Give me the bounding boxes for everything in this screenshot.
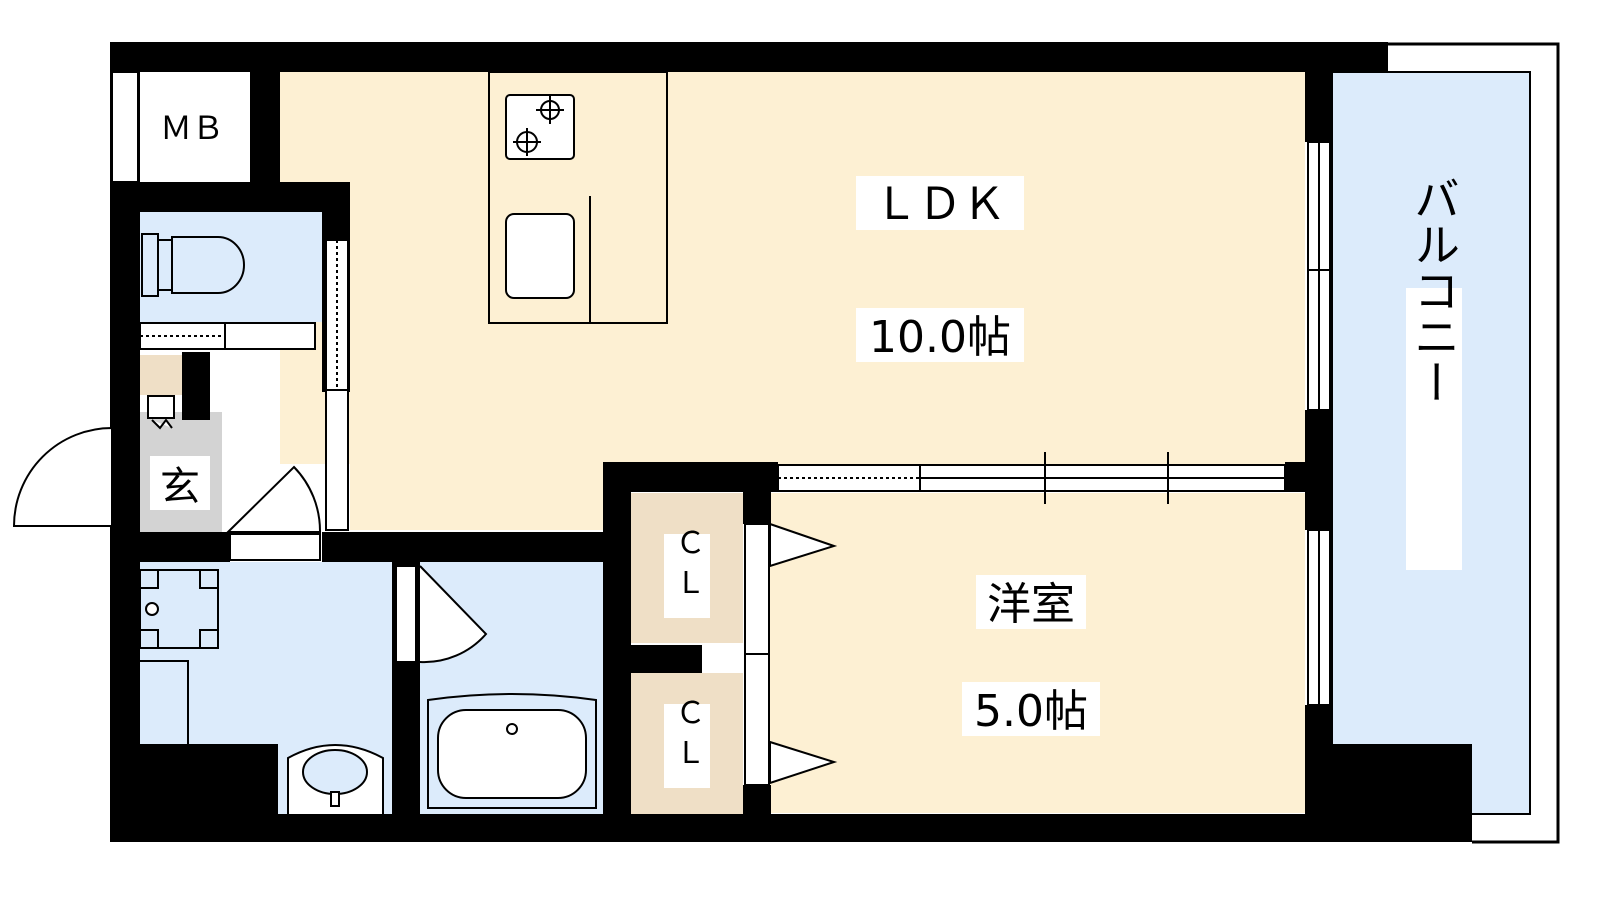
mb-label: ＭＢ: [160, 109, 224, 147]
toilet-icon: [141, 233, 245, 297]
ldk-label: ＬＤＫ: [874, 179, 1006, 230]
bathtub-icon: [427, 693, 597, 809]
closet-lower-label-bg: [664, 704, 710, 788]
closet-lower-door: [744, 653, 838, 786]
washroom-cabinet: [140, 660, 189, 744]
ldk-size: 10.0帖: [869, 312, 1011, 363]
balcony-railing: [1388, 42, 1560, 844]
western-room-floor: [770, 493, 1305, 813]
entrance-label-bg: [150, 456, 210, 510]
walls: [110, 42, 1472, 842]
shoe-rack-detail: [147, 395, 175, 430]
balcony-label-bg: [1406, 288, 1462, 570]
closet-upper-label-bg: [664, 534, 710, 618]
window-mb: [111, 71, 139, 183]
western-size-bg: [962, 682, 1100, 736]
balcony-inner-edge: [1331, 71, 1531, 815]
entrance-label: 玄: [160, 464, 200, 510]
western-room-label: 洋室: [987, 579, 1075, 630]
balcony-label: バルコニー: [1407, 175, 1461, 405]
ldk-size-bg: [856, 308, 1024, 362]
ldk-label-bg: [856, 176, 1024, 230]
hall-door-swing: [225, 465, 322, 533]
toilet-sliding-door: [139, 322, 316, 350]
sliding-door-western: [777, 452, 1286, 504]
closet-lower-label: Ｃ Ｌ: [670, 697, 705, 767]
washing-machine-icon: [139, 569, 219, 649]
stove-icon: [505, 94, 575, 160]
window-western-east: [1307, 529, 1331, 706]
western-label-bg: [976, 575, 1086, 629]
bathroom-door: [395, 565, 488, 664]
washbasin-icon: [287, 744, 384, 814]
closet-upper-door: [744, 522, 838, 655]
mb-label-bg: [143, 100, 241, 152]
entrance-door: [12, 426, 113, 527]
sink-icon: [505, 213, 575, 299]
hall-sliding-door: [325, 239, 349, 531]
ldk-floor-extension: [350, 390, 605, 530]
window-ldk-east: [1307, 141, 1331, 411]
shoe-cabinet: [140, 355, 182, 395]
western-room-size: 5.0帖: [974, 686, 1088, 737]
closet-upper-label: Ｃ Ｌ: [670, 527, 705, 597]
washroom-door-frame: [229, 533, 321, 561]
